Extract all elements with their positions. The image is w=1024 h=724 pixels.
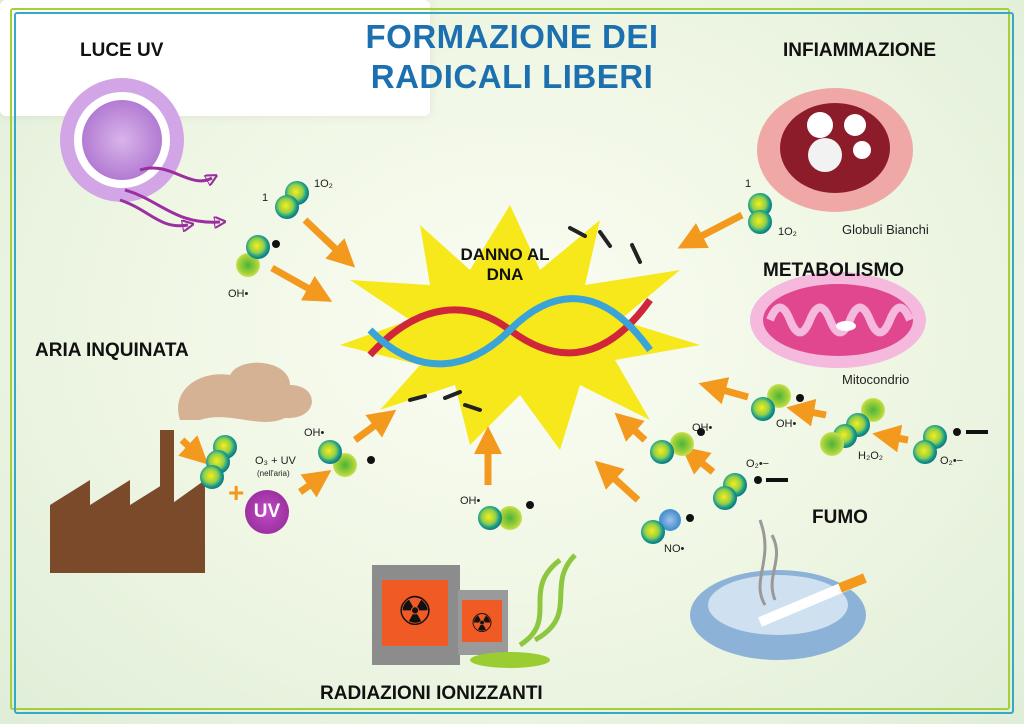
uv-sun-icon xyxy=(60,78,220,226)
ozone-label: O₃ + UV xyxy=(255,455,296,467)
title-box: FORMAZIONE DEI RADICALI LIBERI xyxy=(0,0,1014,714)
dna-damage-heading: DANNO AL DNA xyxy=(450,245,560,285)
reaction-arrows xyxy=(178,211,909,503)
title-line-2: RADICALI LIBERI xyxy=(370,58,654,95)
title-line-1: FORMAZIONE DEI xyxy=(365,18,659,55)
uv-hydroxyl-label: OH• xyxy=(228,288,249,300)
white-blood-cells-caption: Globuli Bianchi xyxy=(842,222,929,237)
mitochondrion-caption: Mitocondrio xyxy=(842,372,910,387)
radioactive-barrels-icon: ☢ ☢ xyxy=(372,553,577,668)
dna-heading-line-2: DNA xyxy=(486,265,524,284)
peroxide-label: H₂O₂ xyxy=(858,450,884,462)
radical-dots xyxy=(272,240,988,522)
superoxide-label-b: O₂•− xyxy=(940,455,964,467)
dna-fragments-icon xyxy=(408,226,642,412)
inflammation-heading: INFIAMMAZIONE xyxy=(783,40,937,61)
radiation-hydroxyl-label: OH• xyxy=(460,495,481,507)
ashtray-cigarette-icon xyxy=(690,519,867,660)
svg-text:☢: ☢ xyxy=(470,608,493,638)
svg-text:+: + xyxy=(228,477,244,508)
uv-singlet-oxygen: 1O₂ xyxy=(314,178,333,190)
white-blood-cells-icon xyxy=(757,88,913,212)
inflammation-singlet-oxygen: 1O₂ xyxy=(778,226,797,238)
nitric-oxide-label: NO• xyxy=(664,543,685,555)
hydroxyl-label-a: OH• xyxy=(692,422,713,434)
dna-damage-burst xyxy=(340,205,700,450)
metabolism-heading: METABOLISMO xyxy=(763,260,905,281)
ozone-note: (nell'aria) xyxy=(257,469,290,478)
air-hydroxyl-label: OH• xyxy=(304,427,325,439)
molecules xyxy=(200,181,947,544)
ionizing-radiation-heading: RADIAZIONI IONIZZANTI xyxy=(320,683,543,704)
dna-heading-line-1: DANNO AL xyxy=(460,245,550,264)
dna-helix-icon xyxy=(367,295,653,368)
uv-singlet-number: 1 xyxy=(262,192,269,204)
hydroxyl-label-b: OH• xyxy=(776,418,797,430)
inflammation-singlet-number: 1 xyxy=(745,178,752,190)
svg-text:☢: ☢ xyxy=(397,590,433,634)
smoke-heading: FUMO xyxy=(812,507,868,528)
uv-badge: UV xyxy=(245,490,289,534)
superoxide-label-a: O₂•− xyxy=(746,458,770,470)
polluted-air-heading: ARIA INQUINATA xyxy=(35,340,189,361)
uv-light-heading: LUCE UV xyxy=(80,40,164,61)
factory-icon xyxy=(50,362,312,573)
mitochondrion-icon xyxy=(750,272,926,368)
